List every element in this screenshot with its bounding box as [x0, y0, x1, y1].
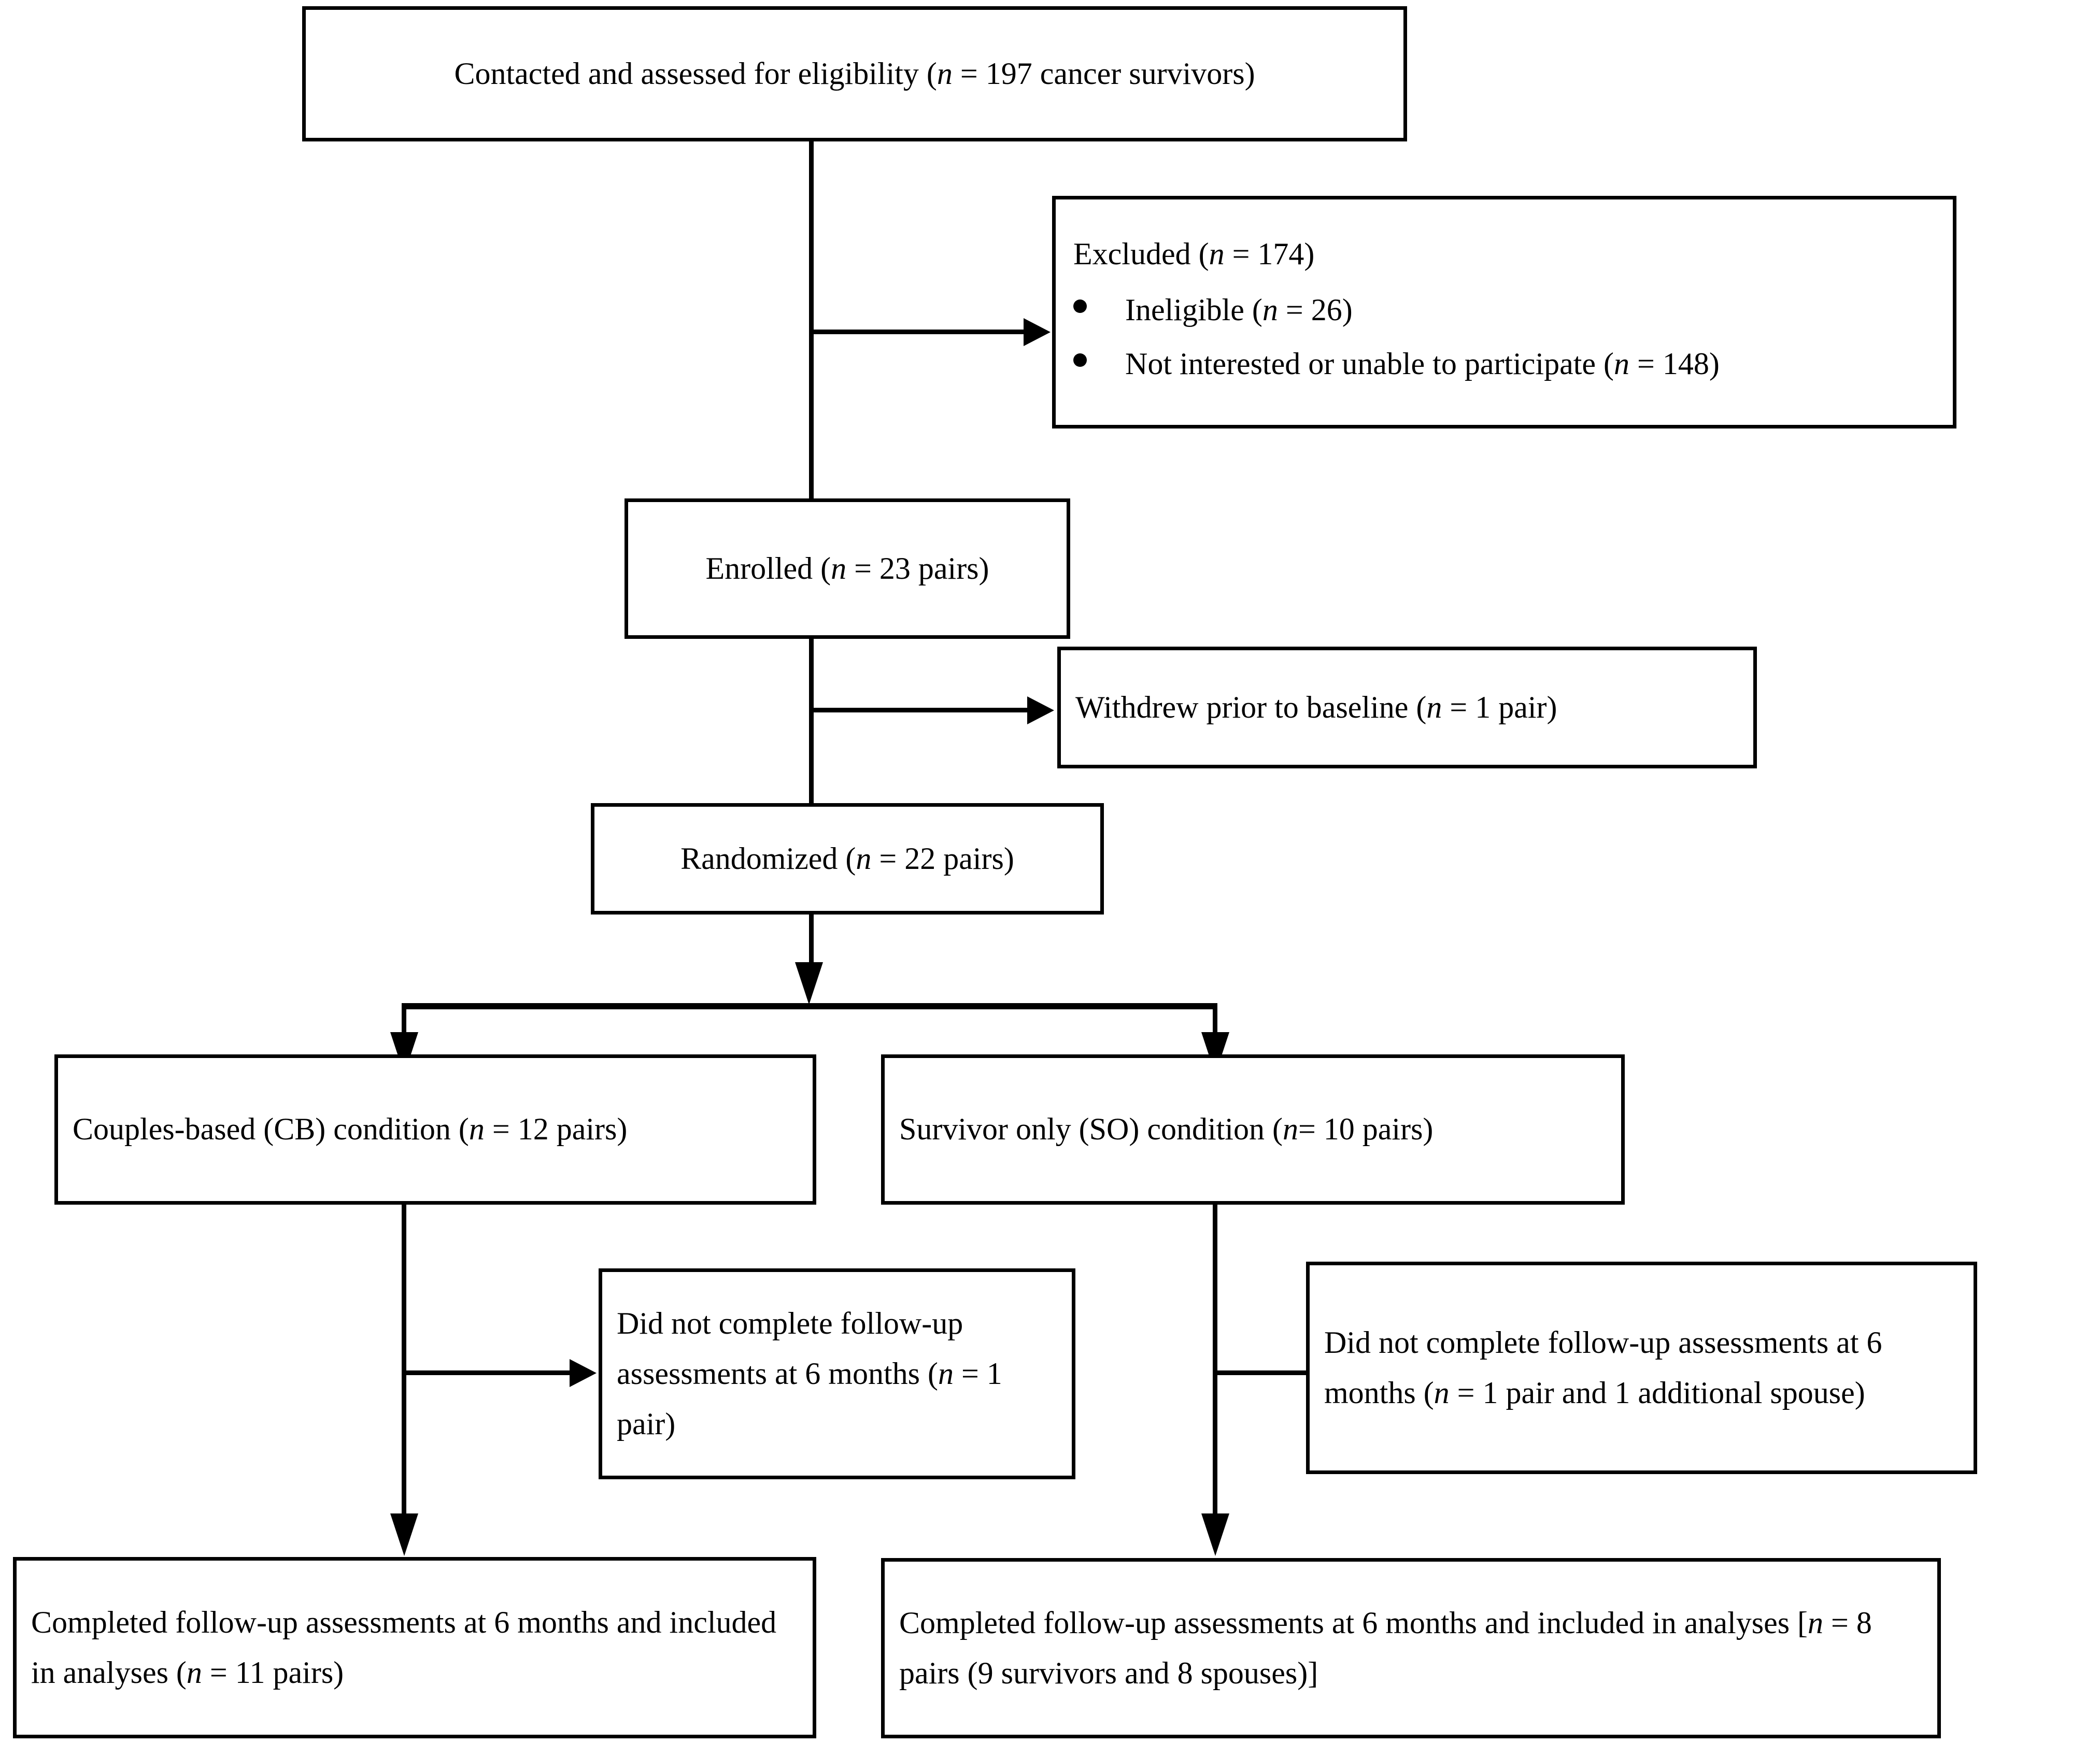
node-randomized-label: Randomized (n = 22 pairs)	[680, 841, 1014, 876]
node-so-completed-label: Completed follow-up assessments at 6 mon…	[899, 1605, 1872, 1690]
node-excluded: Excluded (n = 174) Ineligible (n = 26) N…	[1052, 196, 1956, 428]
bullet-dot-icon	[1073, 299, 1087, 313]
arrowhead-randomized-to-split	[795, 962, 823, 1005]
n-symbol: n	[937, 56, 953, 91]
node-so-condition-label: Survivor only (SO) condition (n= 10 pair…	[899, 1112, 1434, 1147]
n-symbol: n	[856, 841, 872, 876]
connector-so-to-completed	[1213, 1205, 1217, 1516]
node-withdrew-prior-baseline: Withdrew prior to baseline (n = 1 pair)	[1057, 647, 1757, 768]
excluded-bullet-not-interested: Not interested or unable to participate …	[1073, 340, 1935, 387]
arrowhead-so-to-completed	[1201, 1513, 1229, 1556]
node-randomized: Randomized (n = 22 pairs)	[591, 803, 1104, 915]
node-cb-condition-label: Couples-based (CB) condition (n = 12 pai…	[73, 1112, 628, 1147]
arrowhead-cb-to-completed	[390, 1513, 418, 1556]
n-symbol: n	[1613, 346, 1629, 381]
n-symbol: n	[1808, 1605, 1824, 1640]
arrowhead-to-excluded	[1024, 318, 1051, 346]
connector-contacted-to-enrolled	[809, 141, 814, 500]
node-so-completed: Completed follow-up assessments at 6 mon…	[881, 1558, 1941, 1738]
n-symbol: n	[1282, 1112, 1298, 1147]
excluded-content: Excluded (n = 174) Ineligible (n = 26) N…	[1056, 231, 1953, 394]
node-cb-dropout: Did not complete follow-up assessments a…	[599, 1268, 1075, 1479]
node-enrolled: Enrolled (n = 23 pairs)	[625, 498, 1070, 639]
n-symbol: n	[1209, 236, 1225, 271]
node-so-condition: Survivor only (SO) condition (n= 10 pair…	[881, 1054, 1625, 1205]
connector-randomized-to-split	[809, 915, 814, 966]
excluded-bullet-ineligible: Ineligible (n = 26)	[1073, 287, 1935, 333]
node-cb-dropout-label: Did not complete follow-up assessments a…	[617, 1306, 1002, 1441]
connector-cb-to-completed	[402, 1205, 406, 1516]
split-bar-randomized	[402, 1003, 1217, 1009]
connector-cb-to-dropout	[402, 1370, 572, 1375]
n-symbol: n	[1426, 690, 1442, 724]
n-symbol: n	[1262, 292, 1278, 327]
n-symbol: n	[938, 1356, 954, 1391]
node-so-dropout: Did not complete follow-up assessments a…	[1306, 1262, 1977, 1474]
excluded-bullet-not-interested-label: Not interested or unable to participate …	[1125, 346, 1720, 381]
node-so-dropout-label: Did not complete follow-up assessments a…	[1324, 1325, 1882, 1410]
n-symbol: n	[831, 551, 847, 585]
node-contacted-assessed-label: Contacted and assessed for eligibility (…	[454, 56, 1255, 91]
arrowhead-to-withdrew	[1027, 696, 1054, 724]
excluded-heading: Excluded (n = 174)	[1073, 236, 1315, 271]
connector-enrolled-to-randomized	[809, 639, 814, 805]
node-cb-completed-label: Completed follow-up assessments at 6 mon…	[31, 1605, 777, 1690]
arrowhead-cb-to-dropout	[570, 1359, 597, 1387]
connector-split-to-so	[1213, 1003, 1217, 1035]
node-contacted-assessed: Contacted and assessed for eligibility (…	[302, 6, 1407, 141]
bullet-dot-icon	[1073, 353, 1087, 367]
node-withdrew-prior-baseline-label: Withdrew prior to baseline (n = 1 pair)	[1075, 690, 1557, 724]
n-symbol: n	[1434, 1376, 1450, 1410]
node-enrolled-label: Enrolled (n = 23 pairs)	[705, 551, 989, 585]
connector-split-to-cb	[402, 1003, 406, 1035]
node-cb-condition: Couples-based (CB) condition (n = 12 pai…	[54, 1054, 816, 1205]
node-cb-completed: Completed follow-up assessments at 6 mon…	[13, 1557, 816, 1738]
connector-to-withdrew	[809, 708, 1029, 712]
connector-to-excluded	[809, 330, 1026, 334]
excluded-bullet-ineligible-label: Ineligible (n = 26)	[1125, 292, 1353, 327]
n-symbol: n	[186, 1655, 202, 1690]
n-symbol: n	[469, 1112, 485, 1147]
